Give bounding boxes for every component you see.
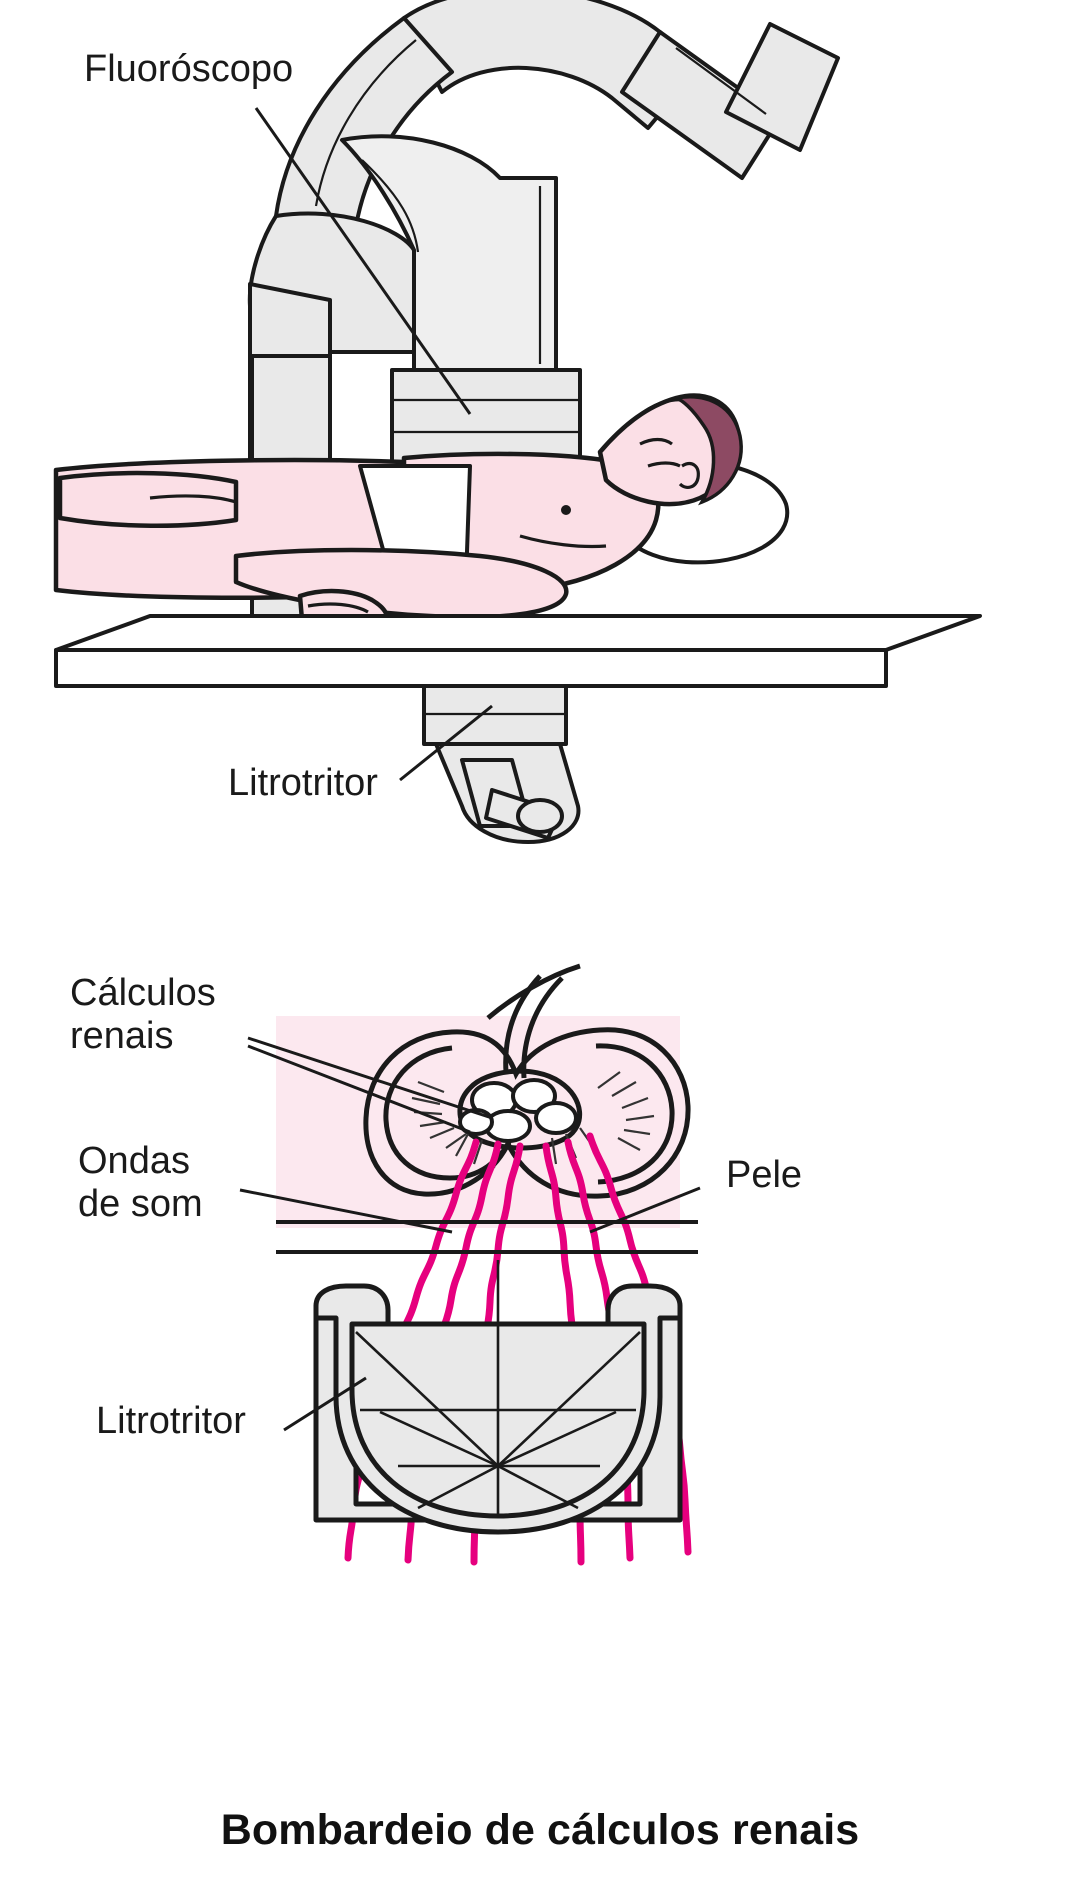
leader-line-pele [589,1186,701,1234]
label-litrotritor-top: Litrotritor [228,762,378,804]
top-panel-drawing: .mf{fill:#e9e9e9;stroke:#1a1a1a;stroke-w… [53,0,982,844]
lithotripter-under-table [422,684,581,844]
fluoroscope-c-arm [274,0,840,228]
label-ondas-de-som: Ondas de som [78,1140,203,1225]
figure-caption: Bombardeio de cálculos renais [220,1806,860,1854]
leader-line-ondas [239,1188,453,1234]
examination-table [54,614,982,688]
leader-line-calculos-a [247,1036,493,1120]
kidney-cross-section [363,963,691,1199]
leader-line-litrotritor-b [283,1376,367,1432]
bottom-panel-drawing: .pk{fill:#fce8ef;} .k{fill:none;stroke:#… [239,963,701,1566]
label-litrotritor-bottom: Litrotritor [96,1400,246,1442]
label-calculos-renais: Cálculos renais [70,972,216,1057]
kidney-stones [458,1078,578,1143]
focal-lines [355,1260,641,1516]
label-fluoroscopio: Fluoróscopo [84,48,294,90]
lithotripter-reflector [313,1260,683,1535]
kidney-hatching [411,1071,655,1169]
label-pele: Pele [726,1154,803,1196]
skin-lines [276,1220,698,1254]
patient [53,393,790,637]
leader-line-litrotritor [399,704,493,782]
leader-line-calculos-b [247,1044,471,1134]
leader-line-fluoroscopio [254,107,472,415]
